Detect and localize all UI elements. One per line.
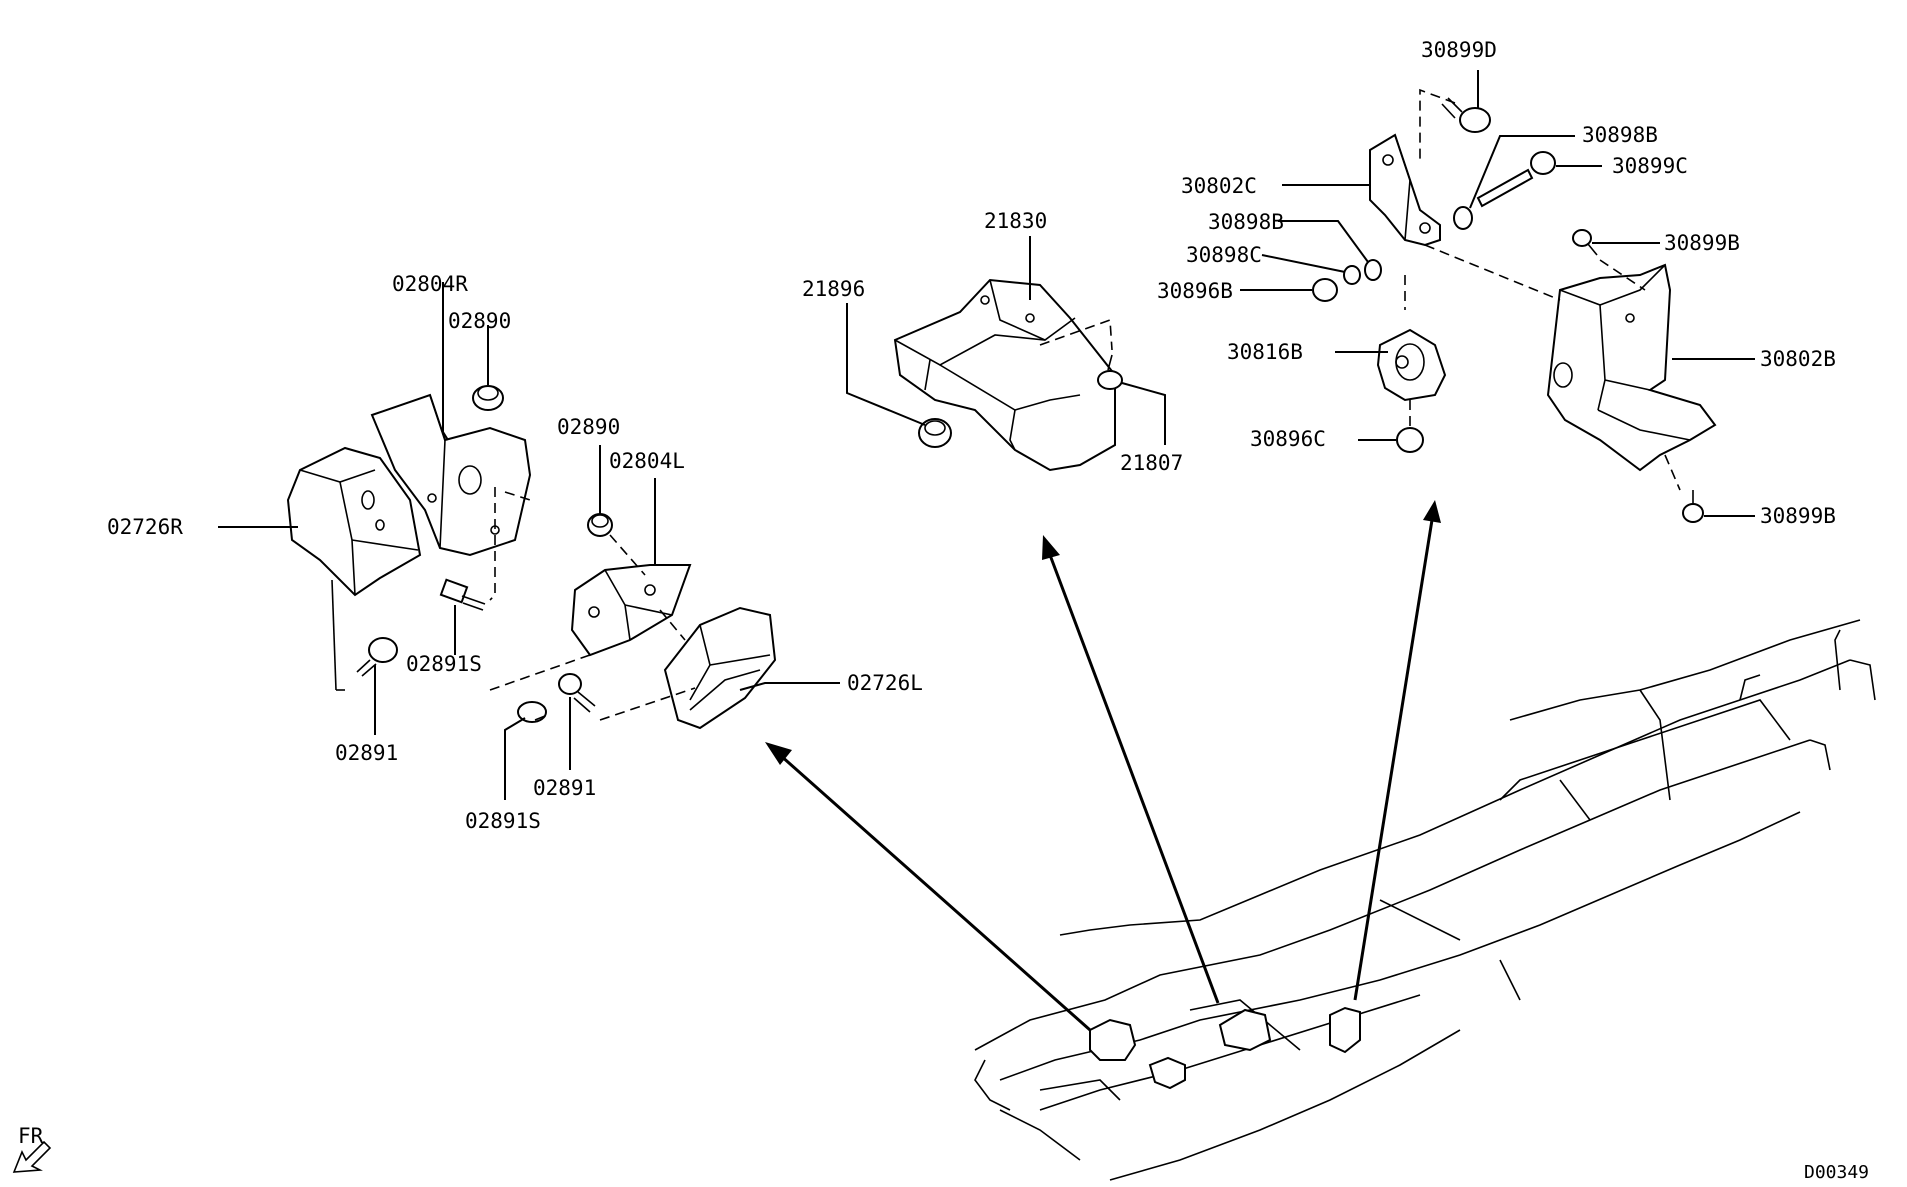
part-labels: 02804R 02890 02726R 02891S 02891 02890 0…: [107, 38, 1836, 833]
label-02891s-left: 02891S: [465, 809, 541, 833]
frame-front-mount-block: [1089, 1018, 1186, 1090]
washer-30898b-upper: [1453, 206, 1473, 230]
nut-30896c: [1396, 427, 1424, 453]
label-02890-left: 02890: [557, 415, 620, 439]
bolt-02891-left: [558, 673, 596, 713]
bolt-30899b-lower: [1682, 490, 1704, 523]
bracket-30802b: [1546, 263, 1717, 472]
label-30896b: 30896B: [1157, 279, 1233, 303]
label-02726r: 02726R: [107, 515, 183, 539]
frame-transmission-mount-block: [1218, 1008, 1272, 1052]
label-30898b-lower: 30898B: [1208, 210, 1284, 234]
label-02804r: 02804R: [392, 272, 468, 296]
label-21830: 21830: [984, 209, 1047, 233]
leader-lines: [218, 70, 1755, 800]
label-30802c: 30802C: [1181, 174, 1257, 198]
label-21807: 21807: [1120, 451, 1183, 475]
label-30898b-upper: 30898B: [1582, 123, 1658, 147]
bolt-02891-right: [356, 637, 398, 677]
label-30816b: 30816B: [1227, 340, 1303, 364]
rear-mount-assembly: [1312, 88, 1717, 523]
label-02891-right: 02891: [335, 741, 398, 765]
front-arrow-icon: [12, 1140, 52, 1173]
washer-30898c: [1343, 265, 1361, 285]
label-02804l: 02804L: [609, 449, 685, 473]
front-direction-indicator: FR: [12, 1124, 52, 1173]
diagram-code: D00349: [1804, 1162, 1869, 1183]
nut-21896: [918, 418, 952, 448]
label-30899d: 30899D: [1421, 38, 1497, 62]
insulator-30816b: [1376, 328, 1447, 402]
nut-02890-right: [472, 385, 504, 411]
chassis-frame: [974, 619, 1876, 1181]
label-02891-left: 02891: [533, 776, 596, 800]
bolt-30899c: [1476, 151, 1556, 208]
label-02891s-right: 02891S: [406, 652, 482, 676]
bolt-02891s-left: [517, 701, 547, 723]
transmission-mount-assembly: [893, 278, 1123, 472]
frame-rear-mount-block: [1329, 1006, 1361, 1054]
label-02890-right: 02890: [448, 309, 511, 333]
mount-21830: [893, 278, 1116, 472]
bolt-02891s-right: [439, 578, 486, 611]
label-02726l: 02726L: [847, 671, 923, 695]
label-30896c: 30896C: [1250, 427, 1326, 451]
insulator-02726l: [663, 606, 777, 730]
bolt-30899d: [1441, 97, 1491, 133]
label-30899c: 30899C: [1612, 154, 1688, 178]
label-21896: 21896: [802, 277, 865, 301]
label-30802b: 30802B: [1760, 347, 1836, 371]
label-30899b-lower: 30899B: [1760, 504, 1836, 528]
bolt-30899b-upper: [1572, 229, 1598, 256]
washer-30898b-lower: [1364, 259, 1382, 281]
front-mount-right-assembly: [286, 385, 532, 691]
label-30899b-upper: 30899B: [1664, 231, 1740, 255]
bolt-21807: [1097, 354, 1123, 390]
nut-30896b: [1312, 278, 1338, 302]
nut-02890-left: [587, 513, 613, 537]
front-label: FR: [18, 1124, 44, 1148]
label-30898c: 30898C: [1186, 243, 1262, 267]
front-mount-left-assembly: [489, 513, 777, 730]
location-arrows: [765, 500, 1441, 1032]
